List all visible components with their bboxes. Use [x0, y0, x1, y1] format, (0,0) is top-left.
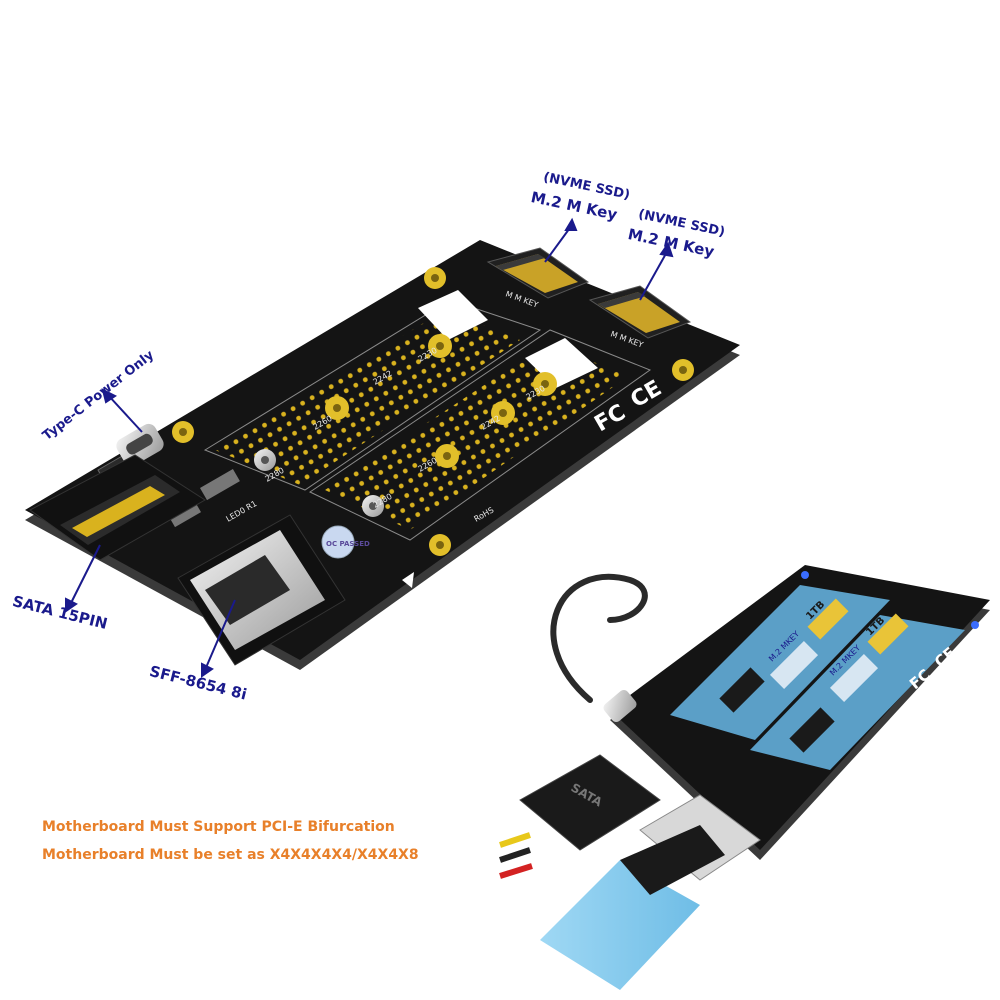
oc-badge: OC PASSED: [321, 525, 370, 559]
sata-plug: SATA: [499, 754, 661, 879]
m2-slot-left: [486, 247, 590, 299]
sata-connector: [29, 454, 206, 561]
left-cutout: [418, 290, 488, 340]
sff-plug: [540, 794, 761, 990]
warning-icon: [402, 572, 414, 588]
sff8654-connector: [177, 514, 346, 666]
bifurcation-setting-note: Motherboard Must be set as X4X4X4X4/X4X4…: [42, 847, 419, 863]
ssd-left: M.2 MKEY 1TB: [670, 585, 890, 740]
m2-slot-right: [588, 285, 692, 339]
callout-arrows: [65, 217, 674, 678]
main-board: FC CE 2230 2242 2260 2280 2230 2242 2260…: [25, 240, 740, 670]
svg-text:OC PASSED: OC PASSED: [326, 540, 370, 548]
assembled-board: M.2 MKEY 1TB M.2 MKEY 1TB FC CE: [499, 565, 990, 990]
bifurcation-note: Motherboard Must Support PCI-E Bifurcati…: [42, 819, 395, 835]
typec-port: [116, 423, 164, 467]
